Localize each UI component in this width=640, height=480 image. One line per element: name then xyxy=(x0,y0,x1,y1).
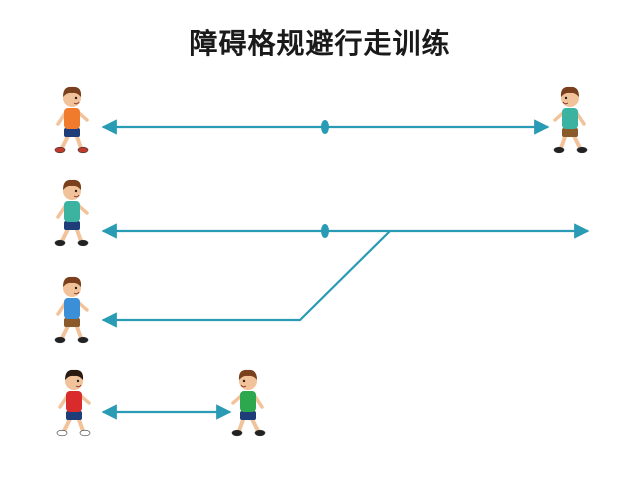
paths-group xyxy=(101,119,590,420)
midpoint-marker-row1 xyxy=(321,120,329,134)
people-group xyxy=(54,86,588,437)
page-title: 障碍格规避行走训练 xyxy=(189,27,451,60)
person-row1-left-icon xyxy=(54,86,89,154)
person-row4-right-icon xyxy=(231,369,266,437)
person-row1-right-icon xyxy=(553,86,588,154)
person-row3-left-icon xyxy=(54,276,89,344)
path-branch-diagonal xyxy=(101,230,391,328)
midpoint-marker-row2 xyxy=(321,224,329,238)
midpoint-markers xyxy=(321,120,329,238)
person-row4-left-icon xyxy=(56,369,91,437)
person-row2-left-icon xyxy=(54,179,89,247)
